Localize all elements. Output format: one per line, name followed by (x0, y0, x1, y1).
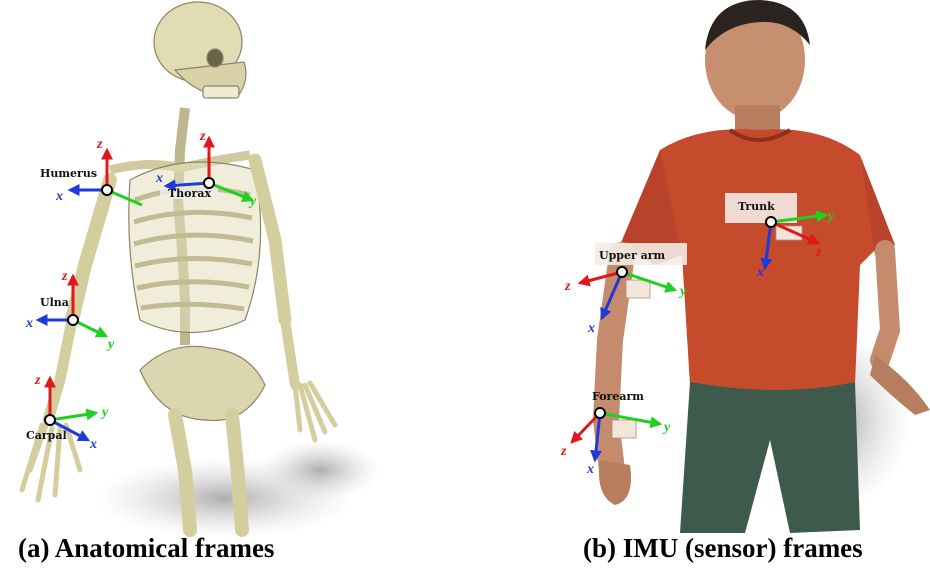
axis-z-label: z (560, 444, 567, 459)
axis-y-label: y (662, 420, 671, 435)
frame-label-upper-arm: Upper arm (599, 249, 666, 262)
frame-label-thorax: Thorax (168, 187, 211, 200)
axis-x-label: x (89, 437, 97, 452)
axis-y-label: y (678, 284, 687, 299)
axis-x-label: x (587, 321, 595, 336)
axis-x-label: x (756, 265, 764, 280)
frame-label-forearm: Forearm (592, 390, 644, 403)
axis-y-label: y (248, 194, 257, 209)
axis-z-label: z (564, 279, 571, 294)
frame-label-trunk: Trunk (738, 200, 775, 213)
frame-label-humerus: Humerus (40, 167, 97, 180)
axis-y-label: y (106, 337, 115, 352)
axis-z-label: z (96, 137, 103, 152)
panel-b-imu: Trunk y z x Upper arm z y x Forearm y (560, 0, 930, 533)
panel-a-anatomical: Humerus z x Thorax z x y Ulna z x y (22, 2, 380, 538)
axis-y-label: y (826, 209, 835, 224)
axis-x-label: x (155, 171, 163, 186)
caption-imu-frames: (b) IMU (sensor) frames (583, 533, 863, 564)
axis-x-label: x (55, 189, 63, 204)
axis-x-label: x (25, 316, 33, 331)
frame-label-carpal: Carpal (26, 429, 67, 442)
frame-carpal: Carpal z y x (26, 373, 109, 452)
axis-x-label: x (586, 462, 594, 477)
axis-z-label: z (61, 269, 68, 284)
axis-z-label: z (815, 245, 822, 260)
axis-y-label: y (100, 405, 109, 420)
caption-anatomical-frames: (a) Anatomical frames (18, 533, 274, 564)
axis-z-label: z (34, 373, 41, 388)
frame-label-ulna: Ulna (40, 296, 69, 309)
axis-z-label: z (199, 129, 206, 144)
